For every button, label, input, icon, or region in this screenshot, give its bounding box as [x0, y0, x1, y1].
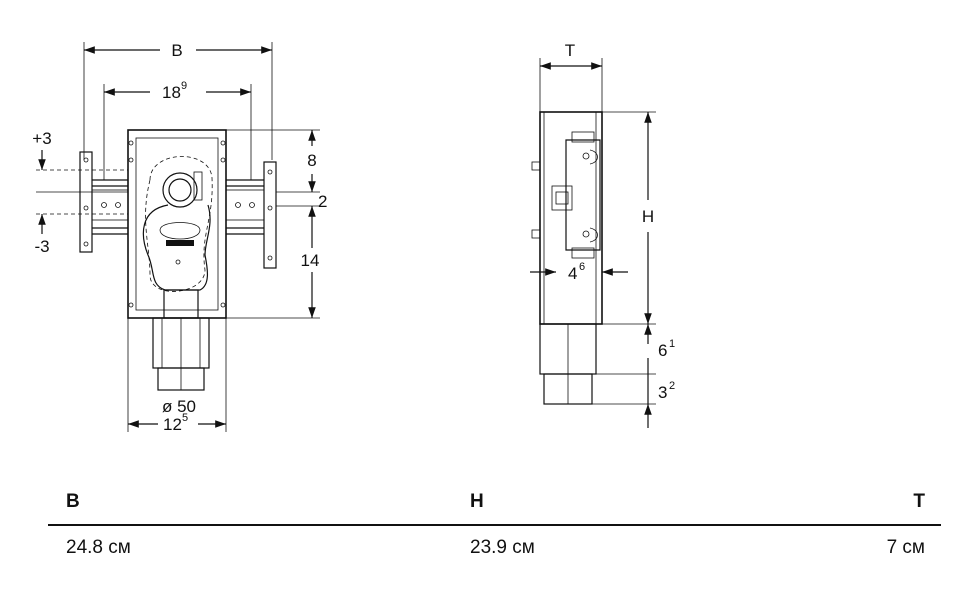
label-pipe1-sup: 1 [669, 338, 675, 350]
label-pipe2-sup: 2 [669, 380, 675, 392]
side-bracket [565, 139, 601, 251]
header-b: B [66, 491, 80, 512]
spec-table: B H T 24.8 см 23.9 см 7 см [48, 480, 941, 570]
label-minus: -3 [34, 237, 49, 256]
label-spacing-sup: 9 [181, 80, 187, 92]
left-bracket [79, 151, 93, 253]
label-plus: +3 [32, 129, 51, 148]
label-t: T [565, 41, 575, 60]
label-top: 8 [307, 151, 316, 170]
label-inner-sup: 6 [579, 261, 585, 273]
front-view: B 18 9 [32, 41, 327, 434]
label-lower: 14 [301, 251, 320, 270]
label-pipe1: 6 [658, 341, 667, 360]
value-b: 24.8 см [66, 537, 131, 558]
label-mid: 2 [318, 192, 327, 211]
label-h: H [642, 207, 654, 226]
side-housing [539, 111, 603, 325]
outlet-pipe-upper [163, 289, 199, 319]
brand-logo-mark [166, 240, 194, 246]
label-base: 12 [163, 415, 182, 434]
technical-drawing: B 18 9 [32, 41, 675, 434]
label-spacing: 18 [162, 83, 181, 102]
value-t: 7 см [886, 537, 925, 558]
label-base-sup: 5 [182, 412, 188, 424]
siphon-body [142, 204, 211, 291]
inlet-ring [162, 172, 198, 208]
spec-table-row: 24.8 см 23.9 см 7 см [48, 526, 941, 570]
side-pipe-lower [543, 373, 593, 405]
header-h: H [470, 491, 484, 512]
label-pipe2: 3 [658, 383, 667, 402]
spec-table-header: B H T [48, 480, 941, 526]
header-t: T [913, 491, 925, 512]
label-pipe: ø 50 [162, 397, 196, 416]
label-b: B [171, 41, 182, 60]
value-h: 23.9 см [470, 537, 535, 558]
side-view: T 4 6 H 6 [530, 41, 675, 428]
label-inner: 4 [568, 264, 577, 283]
right-bracket [263, 161, 277, 269]
